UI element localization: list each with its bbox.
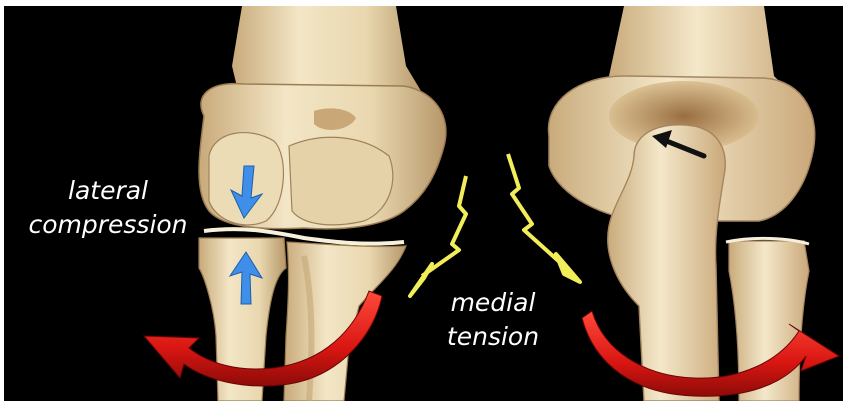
lateral-label-line-1: lateral (18, 174, 198, 208)
medial-label-line-2: tension (428, 320, 558, 354)
right-elbow (549, 6, 815, 401)
lateral-compression-label: lateral compression (18, 174, 198, 242)
lateral-label-line-2: compression (18, 208, 198, 242)
illustration-frame: lateral compression medial tension (4, 6, 843, 401)
medial-tension-label: medial tension (428, 286, 558, 354)
medial-label-line-1: medial (428, 286, 558, 320)
left-elbow (199, 6, 446, 401)
